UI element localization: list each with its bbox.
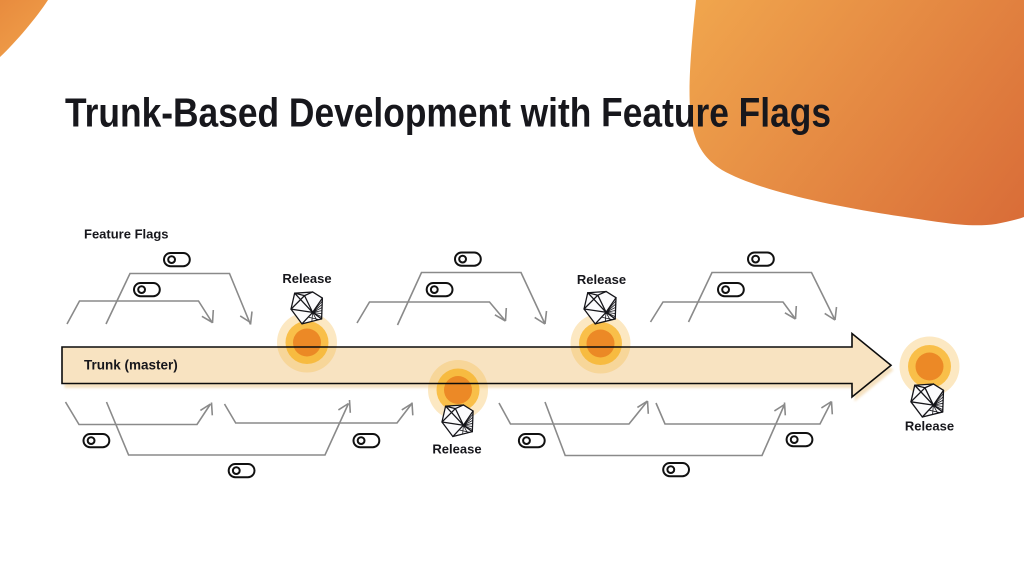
svg-text:Release: Release: [432, 442, 481, 457]
svg-text:Release: Release: [905, 419, 954, 434]
svg-text:Feature Flags: Feature Flags: [84, 227, 169, 242]
svg-text:Release: Release: [282, 271, 331, 286]
svg-text:Release: Release: [577, 272, 626, 287]
svg-text:Trunk (master): Trunk (master): [84, 358, 178, 373]
svg-text:Trunk-Based Development with F: Trunk-Based Development with Feature Fla…: [65, 90, 831, 136]
